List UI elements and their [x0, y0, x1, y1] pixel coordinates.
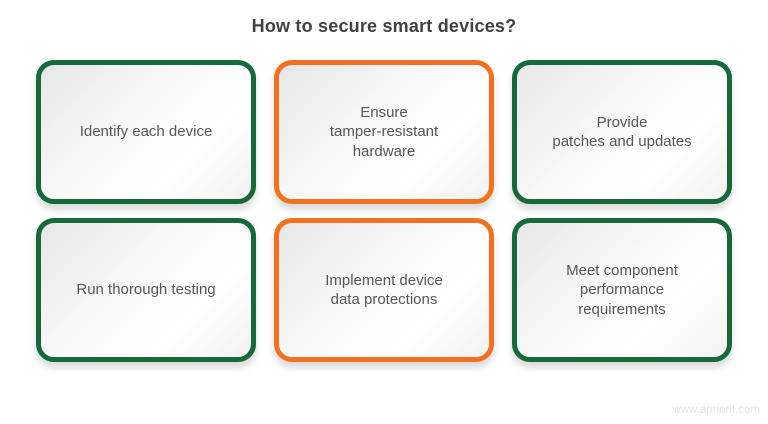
step-box-thorough-testing: Run thorough testing: [36, 218, 256, 362]
step-box-tamper-resistant-hardware: Ensure tamper-resistant hardware: [274, 60, 494, 204]
step-label: Identify each device: [79, 123, 213, 141]
step-box-component-performance: Meet component performance requirements: [512, 218, 732, 362]
step-label: Ensure tamper-resistant hardware: [329, 103, 439, 160]
step-box-patches-and-updates: Provide patches and updates: [512, 60, 732, 204]
step-label: Meet component performance requirements: [566, 261, 678, 318]
step-box-data-protections: Implement device data protections: [274, 218, 494, 362]
step-label: Provide patches and updates: [552, 113, 692, 151]
page-title: How to secure smart devices?: [251, 16, 517, 36]
step-label: Implement device data protections: [325, 271, 443, 309]
steps-grid: Identify each device Ensure tamper-resis…: [36, 60, 732, 362]
watermark: www.apriorit.com: [672, 404, 760, 416]
step-label: Run thorough testing: [76, 281, 216, 299]
step-box-identify-each-device: Identify each device: [36, 60, 256, 204]
